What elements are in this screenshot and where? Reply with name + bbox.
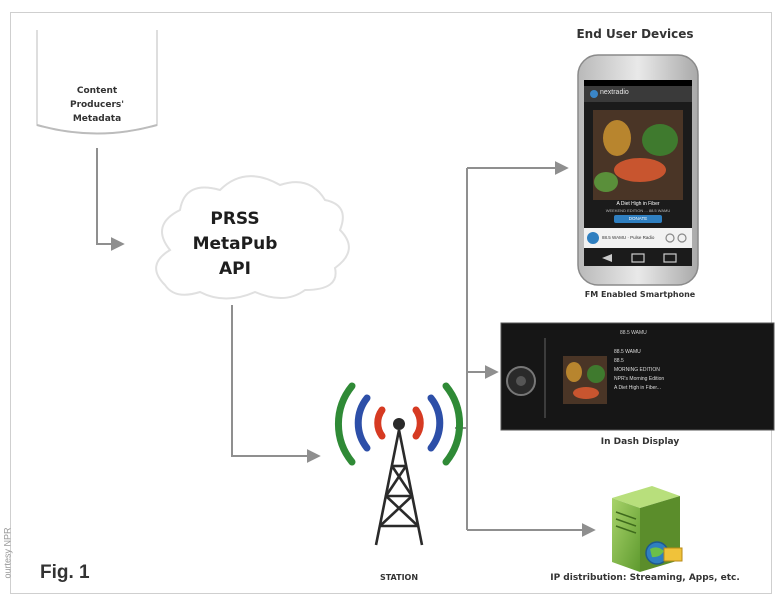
play-icon [665,233,675,243]
smartphone-caption: FM Enabled Smartphone [584,290,696,299]
source-label-line-2: Producers' [69,100,125,110]
arrow-metadata-to-api [96,148,125,251]
nav-bar [602,253,677,263]
smartphone-device [577,54,699,286]
source-label: Content Producers' Metadata [47,84,147,126]
back-icon [602,254,612,262]
ip-server-icon [612,486,683,572]
recents-icon [663,253,677,263]
signal-wave-inner-right [412,406,424,440]
story-subtitle: WEEKEND EDITION ... 88.5 WAMU [605,208,671,213]
api-label-line-2: MetaPub [192,234,278,254]
dash-list-item: A Diet High in Fiber... [614,385,661,391]
app-logo-icon [590,90,598,98]
image-credit: ourtesy NPR [2,527,13,579]
app-name: nextradio [600,89,629,96]
signal-wave-outer-left [335,382,356,466]
api-label: PRSS MetaPub API [185,207,285,282]
station-tower-icon [335,382,463,546]
donate-button [614,215,662,223]
connectors [96,148,596,537]
api-label-line-1: PRSS [210,209,260,229]
more-icon [677,233,687,243]
source-label-line-1: Content [76,86,118,96]
station-info: 88.5 WAMU · Pulse Radio [602,235,655,240]
ip-distribution-caption: IP distribution: Streaming, Apps, etc. [550,573,740,583]
figure-label: Fig. 1 [40,562,90,583]
metadata-source-cylinder [36,30,158,135]
source-label-line-3: Metadata [72,114,122,124]
api-label-line-3: API [219,259,251,279]
dash-list-item: 88.5 [614,358,624,364]
dash-list-item: 88.5 WAMU [614,349,641,355]
metapub-api-cloud [155,175,350,300]
dash-list-item: NPR's Morning Edition [614,376,665,382]
station-logo-icon [587,232,599,244]
home-icon [631,253,645,263]
dash-list: 88.5 WAMU 88.5 MORNING EDITION NPR's Mor… [614,348,704,393]
folder-icon [663,547,683,562]
arrow-api-to-station [231,305,321,463]
dash-frequency: 88.5 WAMU [620,330,647,336]
in-dash-display [500,322,775,431]
signal-wave-middle-right [427,394,444,452]
signal-wave-middle-left [354,394,371,452]
station-label: STATION [379,573,419,582]
page-title: End User Devices [576,27,694,41]
signal-wave-outer-right [442,382,463,466]
story-title: A Diet High in Fiber [616,201,660,207]
signal-wave-inner-left [374,406,386,440]
donate-button-label: DONATE [628,216,648,221]
figure-frame [10,12,772,594]
dash-list-item: MORNING EDITION [614,367,660,373]
dash-display-caption: In Dash Display [600,437,680,447]
